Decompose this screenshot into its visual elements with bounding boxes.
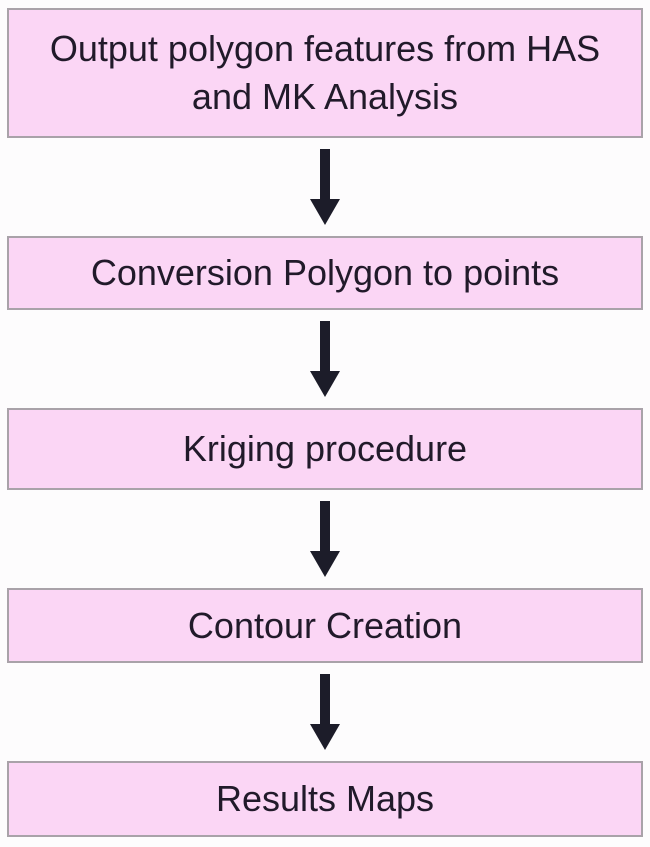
down-arrow-icon (310, 674, 340, 750)
connector-4 (7, 663, 643, 761)
down-arrow-icon (310, 149, 340, 225)
flowchart-step-conversion: Conversion Polygon to points (7, 236, 643, 310)
flowchart-step-results: Results Maps (7, 761, 643, 837)
connector-3 (7, 490, 643, 588)
flowchart-step-contour: Contour Creation (7, 588, 643, 663)
step-label: Output polygon features from HAS and MK … (49, 28, 601, 117)
step-label: Kriging procedure (182, 428, 468, 470)
connector-1 (7, 138, 643, 236)
flowchart-step-output-polygons: Output polygon features from HAS and MK … (7, 8, 643, 138)
down-arrow-icon (310, 501, 340, 577)
connector-2 (7, 310, 643, 408)
step-label: Results Maps (215, 778, 435, 820)
step-label: Contour Creation (187, 604, 463, 646)
down-arrow-icon (310, 321, 340, 397)
flowchart-step-kriging: Kriging procedure (7, 408, 643, 490)
step-label: Conversion Polygon to points (90, 252, 560, 294)
